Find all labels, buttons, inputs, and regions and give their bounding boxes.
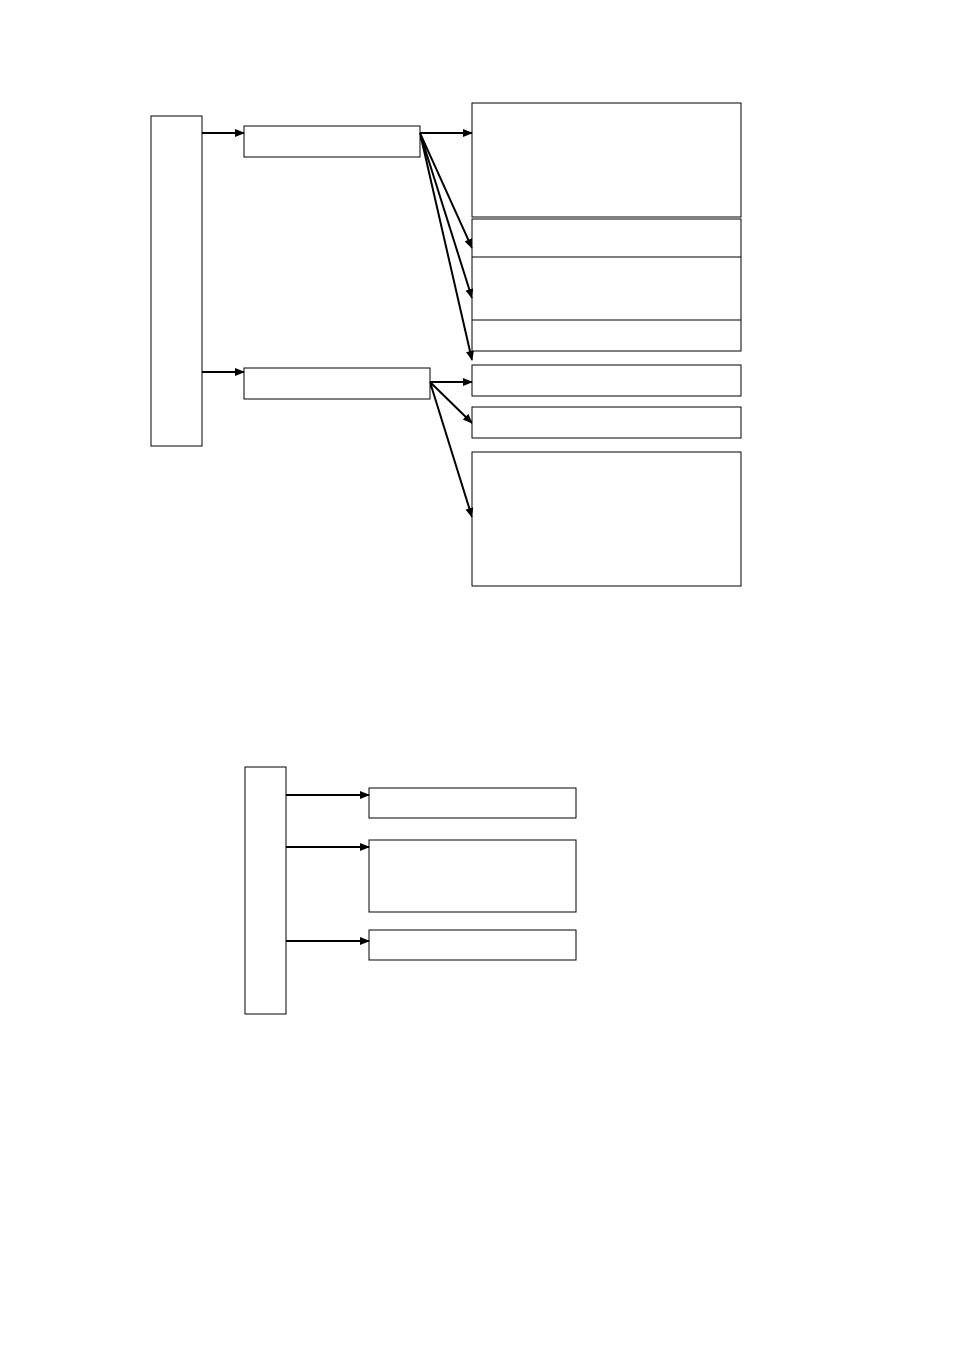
d1-edge-a-to-leaf-a3: [419, 132, 474, 299]
d1-root-node: [150, 115, 203, 447]
d1-edge-a-to-leaf-a4: [419, 132, 474, 361]
d1-leaf-a2: [471, 218, 742, 258]
d2-leaf-2: [368, 839, 577, 913]
d2-leaf-1: [368, 787, 577, 819]
d1-edge-b-to-leaf-b2: [429, 381, 473, 424]
diagram-1: [150, 102, 742, 587]
d1-leaf-a4: [471, 319, 742, 352]
d1-leaf-a3: [471, 256, 742, 321]
d2-root-node: [244, 766, 287, 1015]
d1-edge-a-to-leaf-a2: [419, 132, 473, 249]
d1-branch-a-node: [243, 125, 421, 158]
d1-leaf-b1: [471, 364, 742, 397]
d1-edge-b-to-leaf-b3: [429, 381, 474, 518]
diagram-2: [244, 766, 577, 1015]
d1-leaf-b3: [471, 451, 742, 587]
d2-leaf-3: [368, 929, 577, 961]
d1-branch-b-node: [243, 367, 431, 400]
d1-leaf-b2: [471, 406, 742, 439]
d1-leaf-a1: [471, 102, 742, 218]
